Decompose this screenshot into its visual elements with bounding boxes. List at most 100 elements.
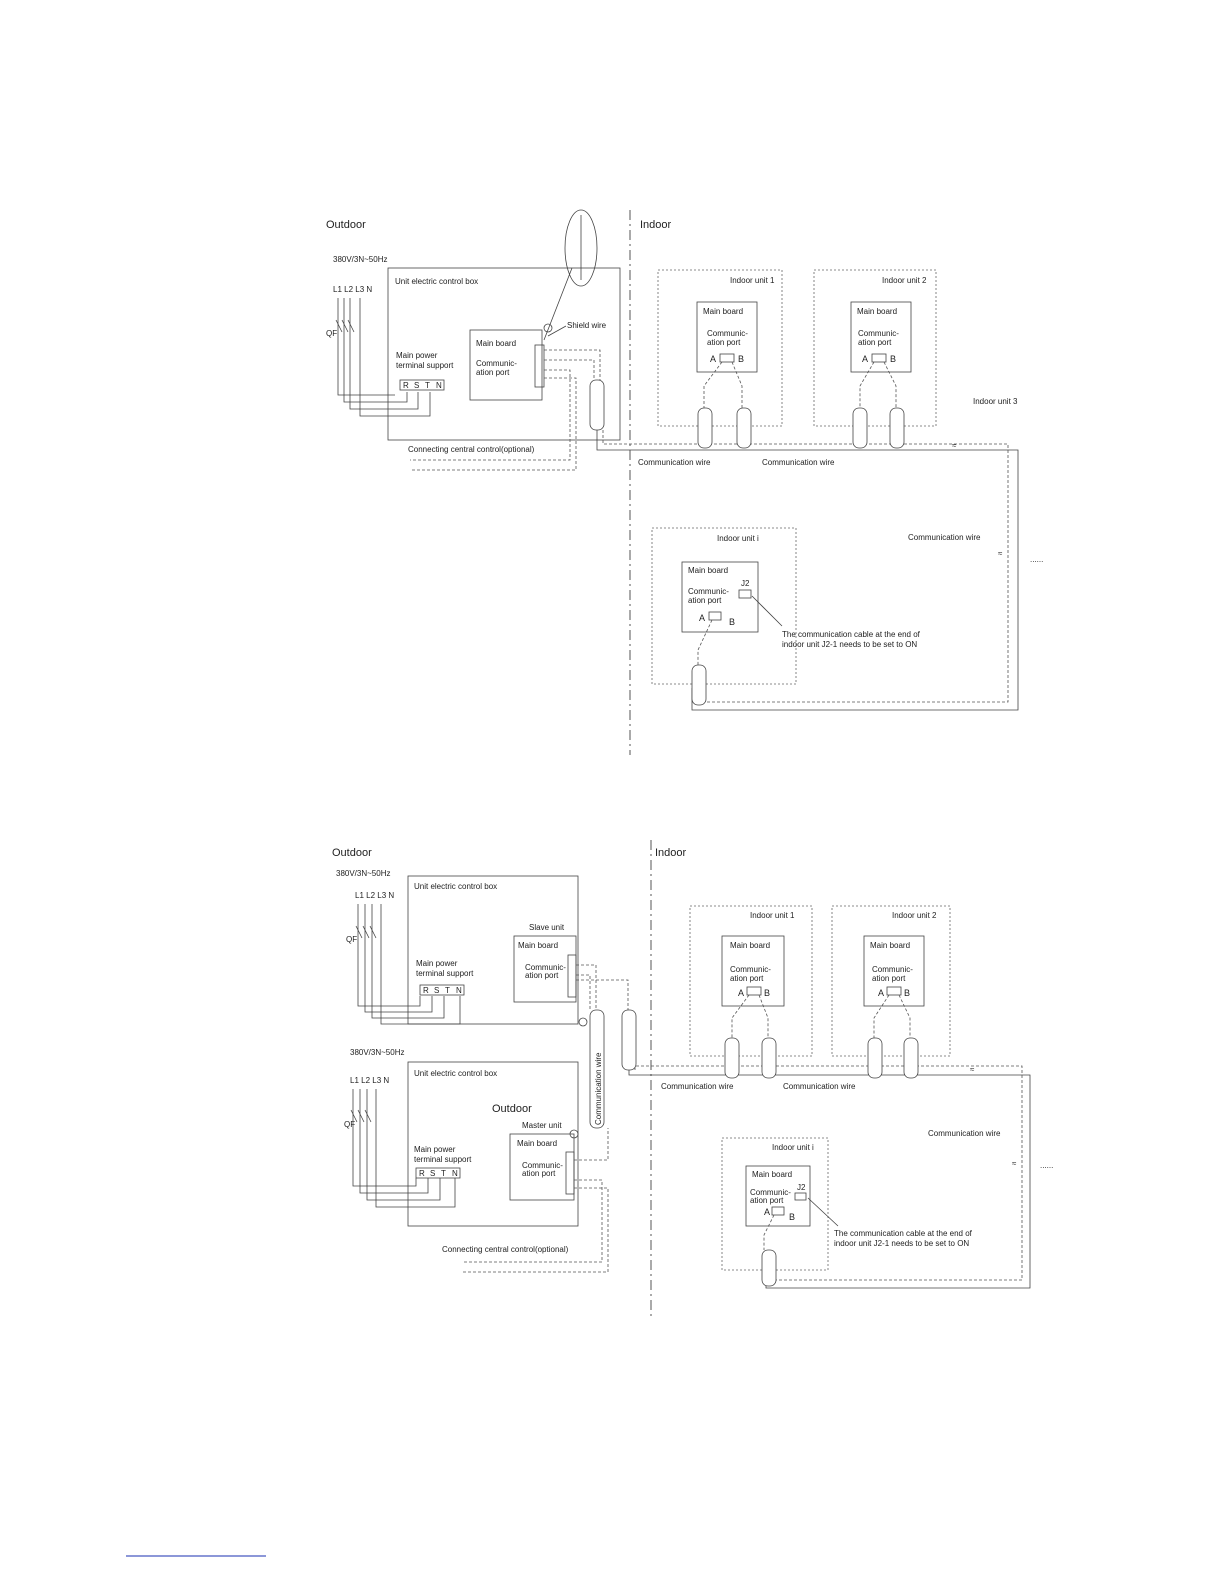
d1-iu1-port-a: A: [710, 354, 716, 364]
d2-comm-bus-outer: [628, 1070, 1031, 1289]
d2-iu1-gland-1: [724, 1037, 740, 1079]
d2-iui-main-board-label: Main board: [752, 1170, 792, 1179]
d1-dots: ......: [1030, 555, 1043, 564]
d1-iu1-gland-1: [697, 407, 713, 449]
d2-slave-connector: [567, 954, 577, 998]
d2-comm-wire-label-3: Communication wire: [928, 1129, 1001, 1138]
d1-comm-bus-inner: [602, 430, 1009, 703]
d2-bot-terminal-s: S: [430, 1169, 435, 1178]
d2-power-top-label: 380V/3N~50Hz: [336, 869, 390, 878]
d2-iu1-gland-2: [761, 1037, 777, 1079]
d2-control-box-bottom-label: Unit electric control box: [414, 1069, 497, 1078]
d1-break-mark-1: ≈: [952, 441, 957, 450]
d1-comm-port-label: Communic-ation port: [476, 359, 517, 377]
d1-indoor-unit-2: [813, 269, 937, 427]
d1-note-leader: [751, 595, 783, 627]
d2-iui-port-b: B: [789, 1212, 795, 1222]
d1-terminal-s: S: [414, 381, 419, 390]
d1-iu1-gland-2: [736, 407, 752, 449]
d1-terminal-n: N: [436, 381, 442, 390]
d1-indoor-unit-2-label: Indoor unit 2: [882, 276, 927, 285]
d2-iu2-gland-2: [903, 1037, 919, 1079]
d2-master-main-board-label: Main board: [517, 1139, 557, 1148]
d2-break-mark-2: ≈: [1012, 1159, 1017, 1168]
d2-connecting-central-label: Connecting central control(optional): [442, 1245, 569, 1254]
d2-iu1-main-board-label: Main board: [730, 941, 770, 950]
d2-indoor-unit-2-label: Indoor unit 2: [892, 911, 937, 920]
d1-iu1-port-b: B: [738, 354, 744, 364]
d2-iui-main-board: [745, 1165, 811, 1227]
d2-top-terminal-t: T: [445, 986, 450, 995]
d2-iui-gland: [761, 1249, 777, 1287]
d2-indoor-unit-2: [831, 905, 951, 1057]
d1-iui-gland: [691, 664, 707, 706]
d1-indoor-unit-i: [651, 527, 797, 685]
d2-bot-terminal-n: N: [452, 1169, 458, 1178]
d2-ground-icon-top: [578, 1017, 588, 1027]
d2-control-box-bottom: [407, 1061, 579, 1227]
d2-top-terminal-s: S: [434, 986, 439, 995]
d2-indoor-unit-1-label: Indoor unit 1: [750, 911, 795, 920]
d2-phase-labels-top: L1 L2 L3 N: [355, 891, 394, 900]
d2-iu2-main-board: [863, 935, 925, 1007]
d2-terminal-block-bottom: R S T N: [415, 1167, 461, 1179]
d1-phase-labels: L1 L2 L3 N: [333, 285, 372, 294]
d1-iui-comm-port-label: Communic-ation port: [688, 587, 729, 605]
d1-iu2-comm-port-label: Communic-ation port: [858, 329, 899, 347]
d1-comm-wire-label-2: Communication wire: [762, 458, 835, 467]
d2-ground-icon-bottom: [569, 1129, 579, 1139]
d1-iu1-main-board-label: Main board: [703, 307, 743, 316]
d1-wire-a: [544, 349, 601, 380]
d2-indoor-unit-i: [721, 1137, 829, 1271]
d1-iui-j2-switch: [738, 589, 752, 599]
d1-power-lines: [335, 298, 431, 417]
d1-iui-j2: J2: [741, 579, 750, 588]
d2-iui-port-a: A: [764, 1207, 770, 1217]
d2-central-wire: [462, 1179, 603, 1263]
d2-master-unit-label: Master unit: [522, 1121, 562, 1130]
d2-indoor-label: Indoor: [655, 847, 687, 859]
d1-comm-wire-label-3: Communication wire: [908, 533, 981, 542]
d2-link-gland: [589, 1009, 605, 1129]
d2-iu2-port-b: B: [904, 988, 910, 998]
d1-shield-label: Shield wire: [567, 321, 607, 330]
d2-top-terminal-r: R: [423, 986, 429, 995]
d1-iu2-gland-2: [889, 407, 905, 449]
d1-iui-port-b: B: [729, 617, 735, 627]
d2-phase-labels-bottom: L1 L2 L3 N: [350, 1076, 389, 1085]
d1-iu1-main-board: [696, 301, 758, 373]
d2-indoor-gland: [621, 1009, 637, 1071]
d2-iu1-comm-port-label: Communic-ation port: [730, 965, 771, 983]
d1-ground-icon: [543, 323, 553, 333]
d2-top-terminal-n: N: [456, 986, 462, 995]
d2-power-lines-bottom: [350, 1089, 456, 1208]
d1-magnified-terminal: [564, 209, 598, 287]
d1-indoor-unit-1: [657, 269, 783, 427]
d1-main-board-label: Main board: [476, 339, 516, 348]
d2-break-mark-1: ≈: [970, 1065, 975, 1074]
d2-iui-j2-switch: [794, 1192, 807, 1201]
d2-bot-terminal-r: R: [419, 1169, 425, 1178]
d1-iu2-main-board-label: Main board: [857, 307, 897, 316]
d2-outdoor-label: Outdoor: [332, 847, 372, 859]
d2-iu1-port-b: B: [764, 988, 770, 998]
d1-central-wire: [410, 369, 571, 461]
d2-bot-terminal-t: T: [441, 1169, 446, 1178]
d2-note-leader: [807, 1197, 839, 1227]
d2-breaker-top: QF: [346, 935, 357, 944]
d1-main-board: [469, 329, 543, 401]
d2-iui-comm-port-label: Communic-ation port: [750, 1188, 791, 1205]
d2-control-box-top: [407, 875, 579, 1025]
d2-iu2-gland-1: [867, 1037, 883, 1079]
d2-slave-unit-label: Slave unit: [529, 923, 565, 932]
d1-iu2-port-b: B: [890, 354, 896, 364]
d1-indoor-label: Indoor: [640, 219, 672, 231]
d1-comm-wire-label-1: Communication wire: [638, 458, 711, 467]
d2-terminal-block-top: R S T N: [419, 984, 465, 996]
d2-indoor-unit-i-label: Indoor unit i: [772, 1143, 814, 1152]
